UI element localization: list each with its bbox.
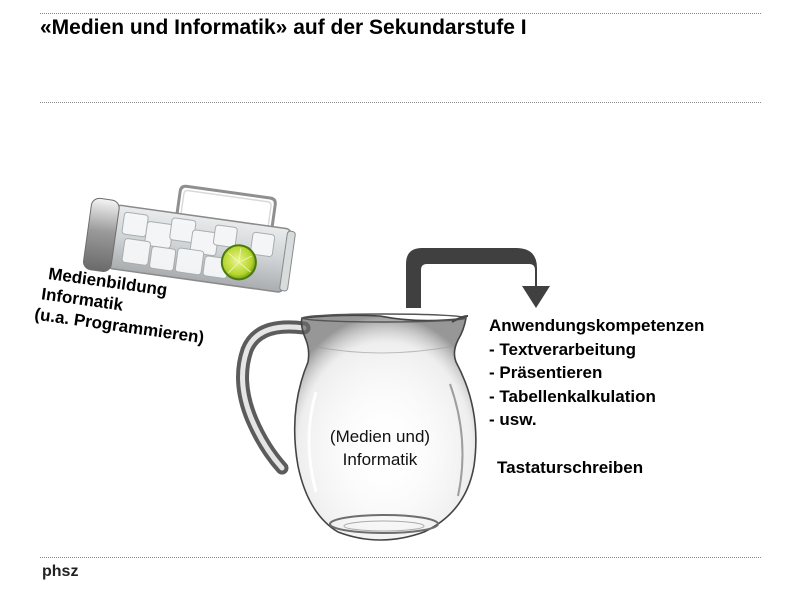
list-item: - Präsentieren [489,363,603,382]
top-rule [40,13,761,14]
pitcher-label-line: Informatik [342,450,418,469]
keyboard-typing-label: Tastaturschreiben [497,458,644,477]
glass-carafe-with-lime-image [82,184,296,293]
title-underline-rule [40,102,761,103]
competencies-list: Anwendungskompetenzen - Textverarbeitung… [489,314,704,432]
pitcher-label-line: (Medien und) [329,427,431,446]
footer-rule [40,557,761,558]
curved-arrow-icon [406,248,550,308]
glass-pitcher-image [236,313,477,541]
pitcher-label: (Medien und) Informatik [310,425,450,471]
slide-title: «Medien und Informatik» auf der Sekundar… [40,16,527,39]
list-item: - Textverarbeitung [489,339,637,359]
competencies-heading: Anwendungskompetenzen [489,316,705,335]
list-item: - usw. [489,410,537,429]
list-item: - Tabellenkalkulation [489,386,656,406]
footer-brand: phsz [42,563,79,580]
